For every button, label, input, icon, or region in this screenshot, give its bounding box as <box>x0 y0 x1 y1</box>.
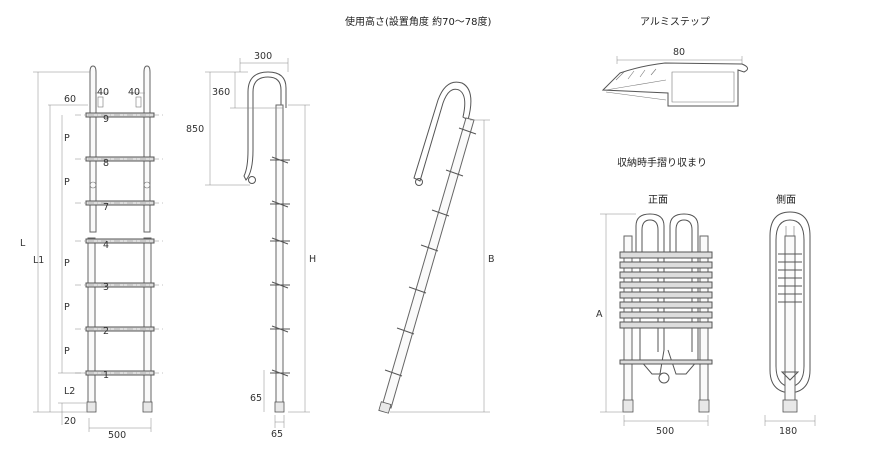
side-ladder <box>243 71 290 413</box>
dim-a: A <box>596 309 603 320</box>
storage-front-view <box>619 213 713 413</box>
dim-850: 850 <box>186 124 204 135</box>
storage-title: 収納時手摺り収まり <box>617 156 707 169</box>
lower-left-rail <box>87 237 96 404</box>
dim-40-right: 40 <box>128 87 140 98</box>
dim-300: 300 <box>254 51 272 62</box>
front-dimensions <box>33 71 152 432</box>
dim-b: B <box>488 254 495 265</box>
side-dimensions <box>205 58 310 428</box>
lower-right-rail <box>143 237 152 404</box>
angled-ladder <box>378 81 477 414</box>
dim-p-3: P <box>64 258 70 269</box>
dim-40-left: 40 <box>97 87 109 98</box>
step-number-2: 2 <box>103 326 109 337</box>
dim-180: 180 <box>779 426 797 437</box>
step-number-3: 3 <box>103 282 109 293</box>
front-view-label: 正面 <box>648 195 668 206</box>
storage-side-view <box>769 211 811 413</box>
dim-p-5: P <box>64 346 70 357</box>
dim-80: 80 <box>673 47 685 58</box>
dim-20: 20 <box>64 416 76 427</box>
dim-p-2: P <box>64 177 70 188</box>
dim-65-bottom: 65 <box>271 429 283 440</box>
dim-p-1: P <box>64 133 70 144</box>
step-number-7: 7 <box>103 202 109 213</box>
dim-360: 360 <box>212 87 230 98</box>
dim-l2: L2 <box>64 386 75 397</box>
angled-dimensions <box>390 119 490 413</box>
dim-65-vertical: 65 <box>250 393 262 404</box>
upper-left-rail <box>89 65 97 233</box>
dim-l: L <box>20 238 26 249</box>
front-ladder <box>75 65 165 413</box>
dim-60: 60 <box>64 94 76 105</box>
dim-500: 500 <box>108 430 126 441</box>
dim-h: H <box>309 254 316 265</box>
storage-dimensions <box>600 213 816 426</box>
dim-500-storage: 500 <box>656 426 674 437</box>
step-number-4: 4 <box>103 240 109 251</box>
right-foot <box>142 401 153 413</box>
left-foot <box>86 401 97 413</box>
dim-l1: L1 <box>33 255 44 266</box>
aluminum-step-title: アルミステップ <box>640 16 710 28</box>
step-number-1: 1 <box>103 370 109 381</box>
upper-right-rail <box>143 65 151 233</box>
step-number-8: 8 <box>103 158 109 169</box>
usage-height-title: 使用高さ(設置角度 約70～78度) <box>345 15 492 28</box>
aluminum-step-profile <box>601 56 748 107</box>
step-number-9: 9 <box>103 114 109 125</box>
dim-p-4: P <box>64 302 70 313</box>
side-view-label: 側面 <box>776 193 796 206</box>
